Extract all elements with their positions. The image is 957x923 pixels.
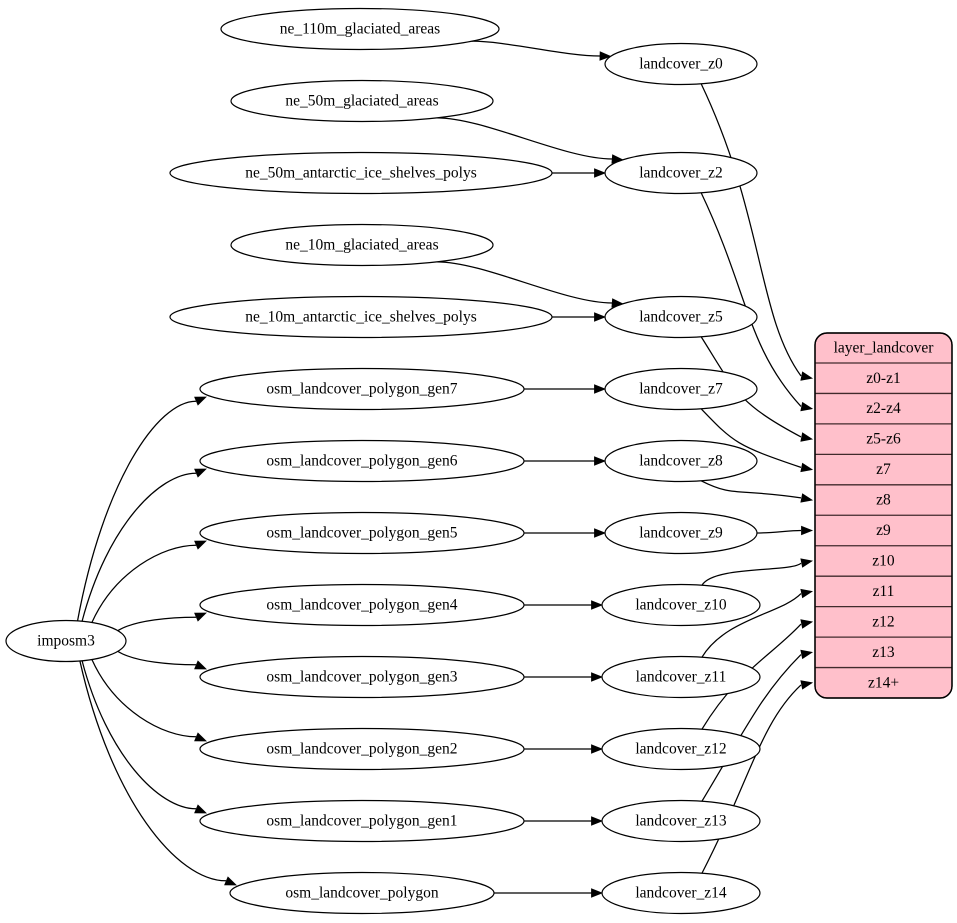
layer-landcover-table: layer_landcover z0-z1 z2-z4 z5-z6 z7 z8 z9 z10 z…: [814, 332, 953, 699]
node-landcover_z14[interactable]: landcover_z14: [601, 871, 761, 915]
edges-group: [76, 40, 814, 898]
node-label: landcover_z13: [635, 813, 726, 830]
layer-table-cell-label: z12: [872, 613, 894, 630]
node-label: osm_landcover_polygon_gen6: [266, 453, 457, 470]
node-label: imposm3: [37, 633, 95, 650]
node-label: landcover_z11: [636, 669, 727, 686]
layer-table-cell-label: z0-z1: [866, 370, 900, 387]
edge-landcover_z7-to-table-z7: [700, 408, 814, 473]
node-landcover_z10[interactable]: landcover_z10: [601, 583, 761, 627]
layer-table-cell-label: z8: [876, 492, 891, 509]
node-label: ne_110m_glaciated_areas: [280, 21, 440, 38]
node-landcover_z0[interactable]: landcover_z0: [604, 42, 758, 86]
node-label: landcover_z14: [635, 885, 726, 902]
node-label: osm_landcover_polygon_gen3: [266, 669, 457, 686]
edge-landcover_z10-to-table-z10: [701, 558, 814, 586]
node-imposm3[interactable]: imposm3: [5, 619, 127, 663]
node-label: landcover_z7: [639, 381, 723, 398]
edge-osm_landcover_polygon_gen3-to-landcover_z11: [524, 672, 604, 682]
node-ne_10m_glaciated_areas[interactable]: ne_10m_glaciated_areas: [230, 223, 494, 267]
node-landcover_z7[interactable]: landcover_z7: [604, 367, 758, 411]
layer-table-cell-label: z5-z6: [866, 431, 901, 448]
edge-landcover_z8-to-table-z8: [700, 480, 814, 503]
layer-table-cell-label: z13: [872, 644, 895, 661]
edge-landcover_z14-to-table-z14+: [701, 680, 814, 874]
edge-landcover_z11-to-table-z11: [701, 588, 814, 658]
node-label: landcover_z9: [639, 525, 723, 542]
edge-osm_landcover_polygon_gen1-to-landcover_z13: [524, 816, 604, 826]
edge-ne_50m_antarctic_ice_shelves_polys-to-landcover_z2: [552, 168, 607, 178]
node-landcover_z9[interactable]: landcover_z9: [604, 511, 758, 555]
node-osm_landcover_polygon_gen4[interactable]: osm_landcover_polygon_gen4: [199, 583, 525, 627]
edge-landcover_z9-to-table-z9: [756, 525, 814, 536]
layer-table-cell-label: z2-z4: [866, 400, 901, 417]
edge-osm_landcover_polygon_gen4-to-landcover_z10: [524, 600, 604, 610]
layer-table-cell-label: z11: [873, 583, 895, 600]
edge-osm_landcover_polygon_gen5-to-landcover_z9: [524, 528, 607, 538]
edge-imposm3-to-osm_landcover_polygon_gen6: [81, 468, 207, 622]
node-label: ne_10m_glaciated_areas: [285, 237, 438, 254]
node-osm_landcover_polygon_gen1[interactable]: osm_landcover_polygon_gen1: [199, 799, 525, 843]
layer-table-header: layer_landcover: [834, 340, 935, 357]
node-ne_10m_antarctic_ice_shelves_polys[interactable]: ne_10m_antarctic_ice_shelves_polys: [169, 295, 553, 339]
node-ne_50m_antarctic_ice_shelves_polys[interactable]: ne_50m_antarctic_ice_shelves_polys: [169, 151, 553, 195]
layer-table-cell-label: z14+: [868, 674, 899, 691]
node-label: landcover_z12: [635, 741, 726, 758]
edge-landcover_z12-to-table-z12: [701, 619, 814, 730]
nodes-group: imposm3 ne_110m_glaciated_areas ne_50m_gla…: [5, 7, 761, 915]
node-label: osm_landcover_polygon: [285, 885, 439, 902]
node-label: osm_landcover_polygon_gen7: [266, 381, 457, 398]
edge-ne_10m_antarctic_ice_shelves_polys-to-landcover_z5: [552, 312, 607, 322]
node-ne_110m_glaciated_areas[interactable]: ne_110m_glaciated_areas: [220, 7, 500, 51]
node-landcover_z5[interactable]: landcover_z5: [604, 295, 758, 339]
node-landcover_z11[interactable]: landcover_z11: [601, 655, 761, 699]
node-label: ne_50m_antarctic_ice_shelves_polys: [245, 165, 477, 182]
edge-osm_landcover_polygon_gen2-to-landcover_z12: [523, 744, 604, 754]
node-ne_50m_glaciated_areas[interactable]: ne_50m_glaciated_areas: [230, 79, 494, 123]
edge-imposm3-to-osm_landcover_polygon_gen3: [117, 650, 207, 670]
edge-imposm3-to-osm_landcover_polygon_gen2: [91, 659, 207, 742]
layer-table-group[interactable]: layer_landcover z0-z1 z2-z4 z5-z6 z7 z8 z9 z10 z…: [814, 332, 953, 699]
node-osm_landcover_polygon_gen2[interactable]: osm_landcover_polygon_gen2: [199, 727, 525, 771]
node-osm_landcover_polygon_gen6[interactable]: osm_landcover_polygon_gen6: [199, 439, 525, 483]
node-label: landcover_z8: [639, 453, 723, 470]
node-landcover_z8[interactable]: landcover_z8: [604, 439, 758, 483]
node-landcover_z12[interactable]: landcover_z12: [601, 727, 761, 771]
node-osm_landcover_polygon[interactable]: osm_landcover_polygon: [229, 871, 495, 915]
layer-table-cell-label: z7: [876, 461, 891, 478]
node-label: ne_50m_glaciated_areas: [285, 93, 438, 110]
node-osm_landcover_polygon_gen3[interactable]: osm_landcover_polygon_gen3: [199, 655, 525, 699]
edge-imposm3-to-osm_landcover_polygon: [79, 660, 237, 886]
edge-imposm3-to-osm_landcover_polygon_gen1: [81, 660, 207, 814]
edge-imposm3-to-osm_landcover_polygon_gen7: [76, 396, 207, 621]
node-landcover_z13[interactable]: landcover_z13: [601, 799, 761, 843]
node-osm_landcover_polygon_gen5[interactable]: osm_landcover_polygon_gen5: [199, 511, 525, 555]
edge-imposm3-to-osm_landcover_polygon_gen4: [117, 612, 207, 632]
edge-ne_110m_glaciated_areas-to-landcover_z0: [471, 40, 612, 61]
edge-osm_landcover_polygon-to-landcover_z14: [493, 888, 604, 898]
node-landcover_z2[interactable]: landcover_z2: [604, 151, 758, 195]
node-label: osm_landcover_polygon_gen2: [266, 741, 457, 758]
node-label: osm_landcover_polygon_gen5: [266, 525, 457, 542]
node-label: ne_10m_antarctic_ice_shelves_polys: [245, 309, 477, 326]
edge-landcover_z0-to-table-z0-z1: [700, 83, 814, 381]
node-label: osm_landcover_polygon_gen4: [266, 597, 457, 614]
edge-osm_landcover_polygon_gen7-to-landcover_z7: [524, 384, 607, 394]
node-label: landcover_z0: [639, 56, 723, 73]
edge-osm_landcover_polygon_gen6-to-landcover_z8: [524, 456, 607, 466]
edge-landcover_z13-to-table-z13: [701, 649, 814, 802]
node-label: osm_landcover_polygon_gen1: [266, 813, 457, 830]
node-label: landcover_z10: [635, 597, 726, 614]
layer-table-outline: [814, 332, 953, 699]
node-label: landcover_z2: [639, 165, 723, 182]
edge-imposm3-to-osm_landcover_polygon_gen5: [91, 540, 207, 623]
node-label: landcover_z5: [639, 309, 723, 326]
layer-table-cell-label: z9: [876, 522, 891, 539]
node-osm_landcover_polygon_gen7[interactable]: osm_landcover_polygon_gen7: [199, 367, 525, 411]
layer-table-cell-label: z10: [872, 553, 895, 570]
